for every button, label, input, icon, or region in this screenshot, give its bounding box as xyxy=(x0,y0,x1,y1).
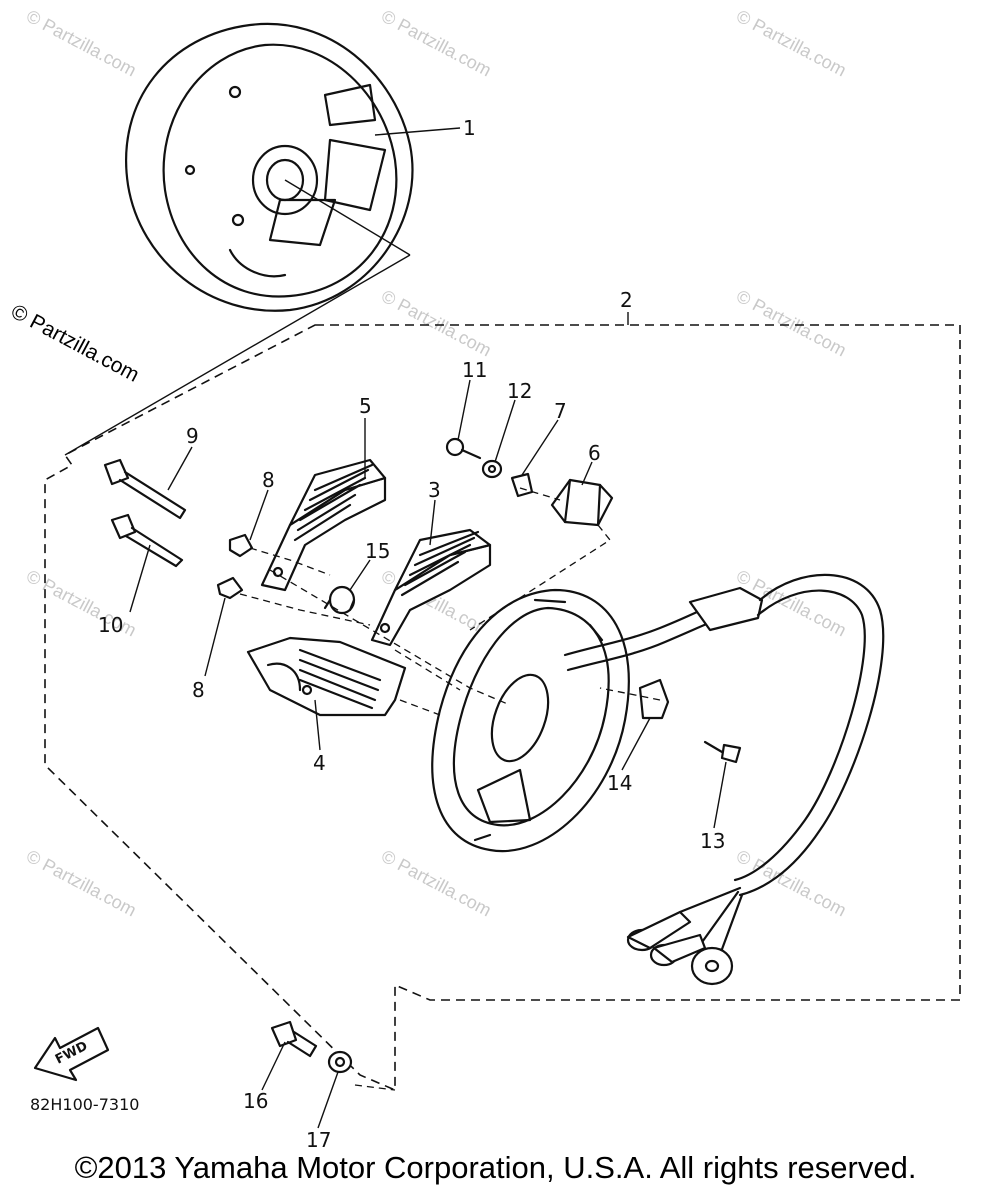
callout-14: 14 xyxy=(607,771,632,795)
screw-9 xyxy=(103,458,187,520)
callout-4: 4 xyxy=(313,751,326,775)
callout-labels: 1 2 3 4 5 6 7 8 8 9 10 11 12 13 14 15 16… xyxy=(98,116,725,1152)
callout-11: 11 xyxy=(462,358,487,382)
watermark-text: © Partzilla.com xyxy=(378,846,494,921)
stator-assembly-boundary xyxy=(44,324,961,1092)
watermark-text: © Partzilla.com xyxy=(733,6,849,81)
diagram-code: 82H100-7310 xyxy=(30,1095,139,1114)
watermark-text: © Partzilla.com xyxy=(378,286,494,361)
callout-6: 6 xyxy=(588,441,601,465)
watermark-text: © Partzilla.com xyxy=(733,286,849,361)
callout-15: 15 xyxy=(365,539,390,563)
callout-7: 7 xyxy=(554,399,567,423)
collar-15 xyxy=(323,585,356,615)
callout-13: 13 xyxy=(700,829,725,853)
clamp-8-lower xyxy=(216,576,244,600)
charge-coil-5 xyxy=(260,458,387,592)
callout-12: 12 xyxy=(507,379,532,403)
clip-7 xyxy=(510,472,534,498)
washer-17 xyxy=(327,1050,353,1074)
connector-6 xyxy=(550,478,614,527)
lighting-coil-4 xyxy=(246,636,407,717)
watermark-text: © Partzilla.com xyxy=(23,6,139,81)
wire-harness xyxy=(626,573,885,986)
watermark-text: © Partzilla.com xyxy=(378,6,494,81)
bolt-16 xyxy=(270,1020,318,1058)
washer-12 xyxy=(481,459,503,479)
callout-8-lower: 8 xyxy=(192,678,205,702)
copyright-notice: ©2013 Yamaha Motor Corporation, U.S.A. A… xyxy=(74,1150,917,1185)
callout-9: 9 xyxy=(186,424,199,448)
alignment-leaders xyxy=(239,487,661,1091)
fwd-arrow: FWD xyxy=(33,1026,110,1082)
callout-2: 2 xyxy=(620,288,633,312)
charge-coil-3 xyxy=(370,528,492,647)
clamp-8-upper xyxy=(228,533,254,558)
callout-10: 10 xyxy=(98,613,123,637)
screw-11 xyxy=(445,437,482,460)
screw-10 xyxy=(110,513,184,568)
watermark-text: © Partzilla.com xyxy=(733,846,849,921)
screw-13 xyxy=(703,740,742,764)
callout-1: 1 xyxy=(463,116,476,140)
callout-16: 16 xyxy=(243,1089,268,1113)
watermark-text: © Partzilla.com xyxy=(23,846,139,921)
callout-17: 17 xyxy=(306,1128,331,1152)
callout-5: 5 xyxy=(359,394,372,418)
callout-3: 3 xyxy=(428,478,441,502)
callout-leaders xyxy=(129,379,727,1129)
flywheel-rotor xyxy=(64,22,461,456)
callout-8-upper: 8 xyxy=(262,468,275,492)
